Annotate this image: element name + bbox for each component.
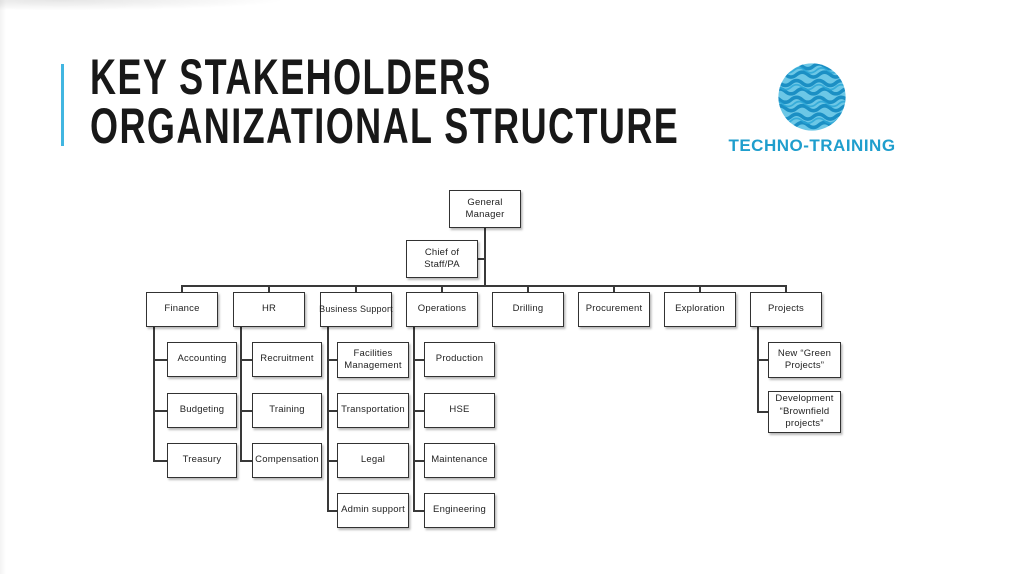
org-box-facilities-management: Facilities Management: [337, 342, 409, 378]
org-box-compensation: Compensation: [252, 443, 322, 478]
connector-cos-stub: [477, 258, 485, 260]
connector-stub: [413, 510, 424, 512]
org-box-finance: Finance: [146, 292, 218, 327]
org-box-accounting: Accounting: [167, 342, 237, 377]
connector-stub: [327, 510, 337, 512]
globe-waves-icon: [778, 63, 846, 131]
org-box-engineering: Engineering: [424, 493, 495, 528]
page-title: KEY STAKEHOLDERS ORGANIZATIONAL STRUCTUR…: [90, 49, 680, 154]
connector-stub: [757, 359, 768, 361]
page-title-line2: ORGANIZATIONAL STRUCTURE: [90, 98, 680, 154]
org-box-business-support: Business Support: [319, 292, 393, 327]
org-box-general-manager: General Manager: [449, 190, 521, 228]
org-box-transportation: Transportation: [337, 393, 409, 428]
org-box-treasury: Treasury: [167, 443, 237, 478]
connector-gm-drop: [484, 227, 486, 286]
connector-tick: [181, 285, 183, 293]
connector-tick: [268, 285, 270, 293]
connector-stub: [413, 410, 424, 412]
connector-tick: [527, 285, 529, 293]
org-box-exploration: Exploration: [664, 292, 736, 327]
page-title-line1: KEY STAKEHOLDERS: [90, 49, 492, 105]
connector-tick: [785, 285, 787, 293]
connector-stub: [757, 411, 768, 413]
connector-col-ops: [413, 327, 415, 511]
org-box-training: Training: [252, 393, 322, 428]
connector-col-hr: [240, 327, 242, 461]
org-box-hr: HR: [233, 292, 305, 327]
org-box-new-green-projects: New “Green Projects”: [768, 342, 841, 378]
org-box-projects: Projects: [750, 292, 822, 327]
org-box-hse: HSE: [424, 393, 495, 428]
connector-col-finance: [153, 327, 155, 461]
connector-stub: [413, 359, 424, 361]
connector-tick: [699, 285, 701, 293]
org-box-maintenance: Maintenance: [424, 443, 495, 478]
connector-stub: [240, 460, 252, 462]
connector-stub: [327, 410, 337, 412]
org-box-operations: Operations: [406, 292, 478, 327]
connector-col-projects: [757, 327, 759, 413]
org-box-procurement: Procurement: [578, 292, 650, 327]
logo-text: TECHNO-TRAINING: [728, 136, 896, 155]
title-accent-bar: [61, 64, 64, 146]
org-box-development-brownfield: Development “Brownfield projects”: [768, 391, 841, 433]
connector-stub: [153, 460, 167, 462]
org-box-budgeting: Budgeting: [167, 393, 237, 428]
org-box-legal: Legal: [337, 443, 409, 478]
logo: TECHNO-TRAINING: [722, 62, 902, 156]
connector-tick: [441, 285, 443, 293]
connector-main-rail: [182, 285, 786, 287]
connector-stub: [240, 410, 252, 412]
connector-tick: [613, 285, 615, 293]
connector-tick: [355, 285, 357, 293]
connector-stub: [413, 460, 424, 462]
org-box-chief-of-staff: Chief of Staff/PA: [406, 240, 478, 278]
connector-col-bsupport: [327, 327, 329, 511]
connector-stub: [153, 359, 167, 361]
org-box-recruitment: Recruitment: [252, 342, 322, 377]
org-box-production: Production: [424, 342, 495, 377]
org-box-drilling: Drilling: [492, 292, 564, 327]
connector-stub: [153, 410, 167, 412]
org-box-admin-support: Admin support: [337, 493, 409, 528]
connector-stub: [327, 460, 337, 462]
connector-stub: [327, 359, 337, 361]
connector-stub: [240, 359, 252, 361]
